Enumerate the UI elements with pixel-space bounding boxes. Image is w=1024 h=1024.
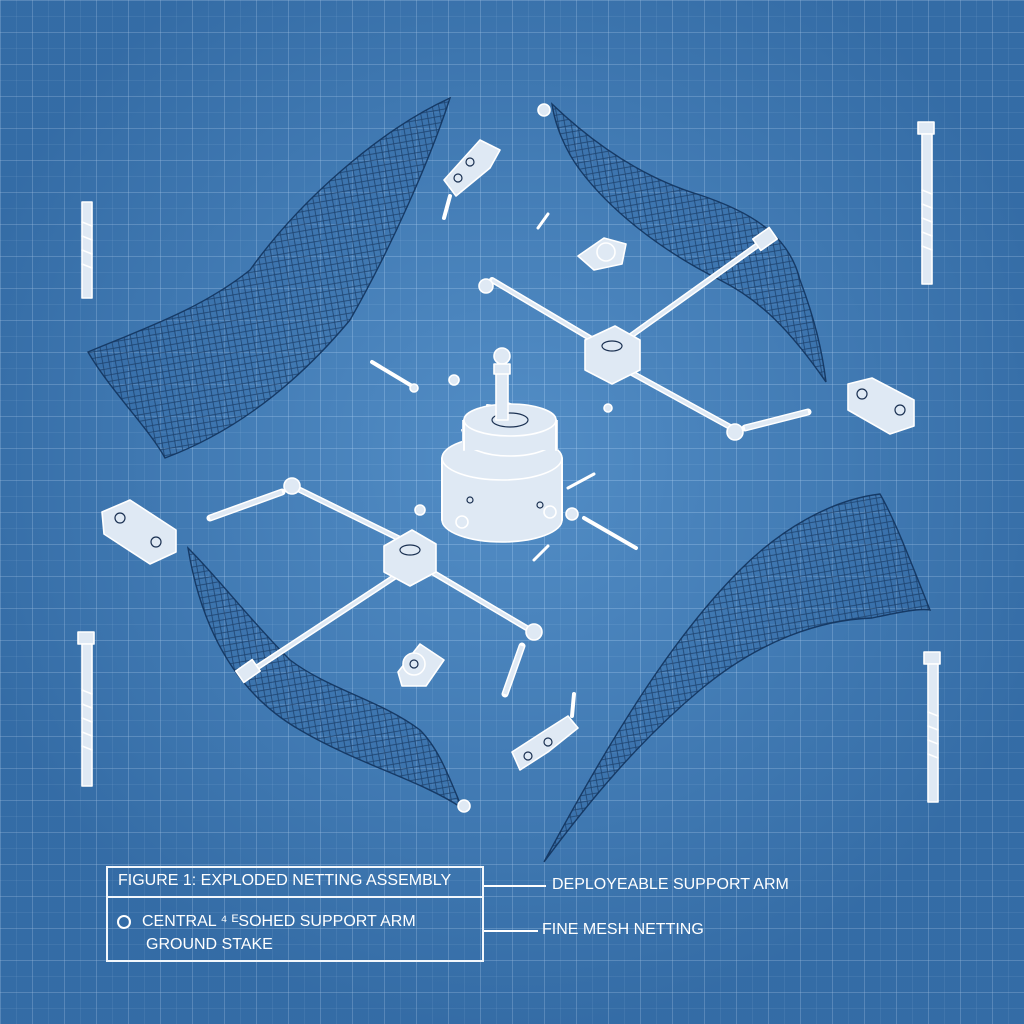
ground-stake-left-lower <box>77 631 95 787</box>
hinge-bracket-bottom <box>511 692 579 771</box>
callout-leader-support-arm <box>484 885 546 887</box>
mesh-net-bottom-right <box>543 493 932 863</box>
figure-caption: FIGURE 1: EXPLODED NETTING ASSEMBLY <box>106 866 484 898</box>
support-arm-upper <box>478 226 812 441</box>
pulley-clamp-upper <box>577 237 627 271</box>
corner-block-left <box>101 499 177 565</box>
mesh-net-top-left <box>86 96 452 459</box>
ground-stake-right-lower <box>923 651 941 803</box>
central-gear-hub <box>441 347 563 543</box>
mesh-net-bottom-left <box>186 545 464 810</box>
legend-line-1: CENTRAL ⁴ ᴱSOHED SUPPORT ARM <box>142 913 416 930</box>
callout-support-arm: DEPLOYEABLE SUPPORT ARM <box>552 876 789 893</box>
pulley-clamp-lower <box>397 643 445 687</box>
support-arm-lower <box>206 477 543 698</box>
fasteners <box>370 103 638 813</box>
legend-bullet-icon <box>117 915 131 929</box>
ground-stake-right-upper <box>917 121 935 285</box>
mesh-net-top-right <box>551 102 827 383</box>
callout-leader-netting <box>484 930 538 932</box>
corner-block-right <box>847 377 915 435</box>
ground-stake-left-upper <box>81 201 93 299</box>
hinge-bracket-top <box>442 139 501 220</box>
legend-box <box>106 866 484 962</box>
callout-netting: FINE MESH NETTING <box>542 921 704 938</box>
legend-line-2: GROUND STAKE <box>146 936 273 953</box>
